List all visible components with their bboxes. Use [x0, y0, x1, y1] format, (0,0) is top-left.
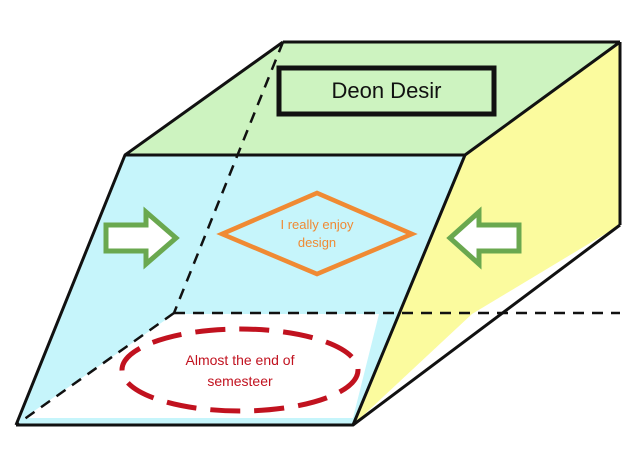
arrow-left-icon — [446, 206, 522, 270]
title-text: Deon Desir — [331, 78, 441, 103]
diamond-text-line2: design — [298, 235, 336, 250]
arrow-right-icon — [103, 206, 180, 270]
diamond-shape — [216, 190, 418, 277]
title-box — [276, 65, 497, 117]
ellipse-text-line1: Almost the end of — [186, 352, 295, 368]
solid-edges — [14, 40, 622, 427]
bottom-face — [24, 314, 379, 418]
diamond-text-line1: I really enjoy — [281, 217, 354, 232]
ellipse-text-line2: semesteer — [207, 373, 273, 389]
dashed-ellipse — [119, 326, 361, 414]
hidden-edges — [15, 41, 620, 427]
